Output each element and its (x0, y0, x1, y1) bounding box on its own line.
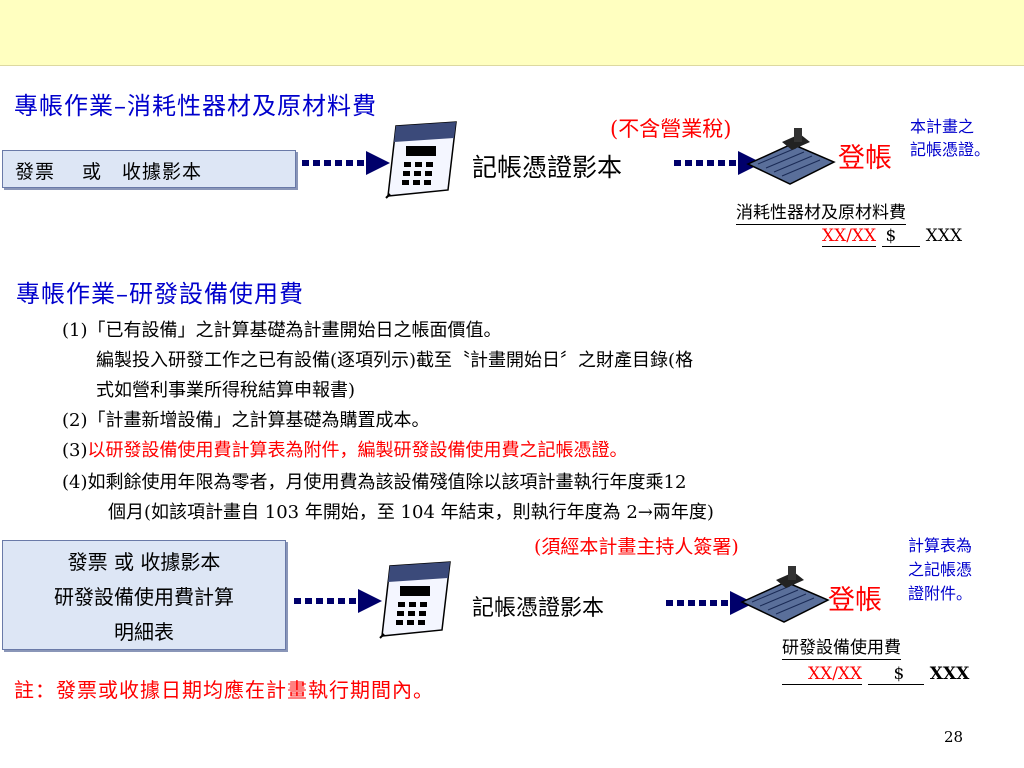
post-note-line: 之記帳憑 (908, 560, 973, 579)
title-banner (0, 0, 1024, 66)
dotted-arrow-icon (302, 151, 390, 175)
document-fax-icon (379, 561, 451, 639)
ledger-entry: XX/XX $ XXX (822, 226, 963, 247)
post-ledger-label: 登帳 (828, 585, 882, 616)
rule-item-1: (1)「已有設備」之計算基礎為計畫開始日之帳面價值。 (62, 320, 502, 341)
dotted-arrow-icon (666, 591, 754, 615)
section1-heading: 專帳作業–消耗性器材及原材料費 (14, 92, 377, 120)
source-line: 發票 或 收據影本 (67, 550, 221, 574)
ledger-date: XX/XX (782, 664, 863, 685)
post-ledger-label: 登帳 (838, 143, 892, 174)
desk-phone-icon (740, 566, 830, 623)
post-note-line: 記帳憑證。 (910, 140, 991, 159)
rule-item-4: (4)如剩餘使用年限為零者，月使用費為該設備殘值除以該項計畫執行年度乘12 (62, 472, 687, 493)
ledger-account-title: 消耗性器材及原材料費 (736, 198, 906, 225)
tax-exclusion-note: (不含營業稅) (610, 117, 732, 141)
ledger-account-title: 研發設備使用費 (782, 633, 901, 660)
signature-note: (須經本計畫主持人簽署) (534, 536, 739, 558)
rule-item-2: (2)「計畫新增設備」之計算基礎為購置成本。 (62, 410, 430, 431)
ledger-entry: XX/XX $ XXX (782, 664, 970, 685)
rule-item-1-detail: 編製投入研發工作之已有設備(逐項列示)截至〝計畫開始日〞之財產目錄(格 (96, 350, 694, 371)
post-note-line: 計算表為 (908, 536, 973, 555)
post-note-line: 證附件。 (908, 584, 973, 603)
document-fax-icon (385, 121, 457, 199)
ledger-amount: XXX (925, 226, 963, 246)
ledger-currency: $ (867, 664, 925, 685)
rule-item-3: (3)以研發設備使用費計算表為附件，編製研發設備使用費之記帳憑證。 (62, 436, 628, 466)
ledger-date: XX/XX (822, 226, 877, 247)
ledger-amount: XXX (929, 664, 970, 684)
post-note: 計算表為 之記帳憑 證附件。 (908, 534, 972, 606)
rule-item-4-detail: 個月(如該項計畫自 103 年開始，至 104 年結束，則執行年度為 2→兩年度… (108, 502, 714, 523)
voucher-copy-label: 記帳憑證影本 (472, 596, 605, 621)
footnote: 註：發票或收據日期均應在計畫執行期間內。 (14, 678, 434, 702)
post-note: 本計畫之 記帳憑證。 (910, 115, 990, 161)
ledger-currency: $ (881, 226, 921, 247)
post-note-line: 本計畫之 (910, 117, 975, 136)
voucher-copy-label: 記帳憑證影本 (472, 153, 623, 182)
page-number: 28 (944, 728, 964, 746)
desk-phone-icon (746, 128, 836, 185)
source-line: 明細表 (114, 620, 174, 644)
dotted-arrow-icon (294, 589, 382, 613)
rule-item-3-prefix: (3) (62, 440, 88, 461)
source-document-box: 發票 或 收據影本 研發設備使用費計算 明細表 (2, 540, 286, 650)
rule-item-3-text: 以研發設備使用費計算表為附件，編製研發設備使用費之記帳憑證。 (87, 440, 628, 461)
source-line: 研發設備使用費計算 (54, 585, 234, 609)
rule-item-1-detail: 式如營利事業所得稅結算申報書) (96, 380, 356, 401)
section2-heading: 專帳作業–研發設備使用費 (16, 280, 304, 308)
source-document-box: 發票 或 收據影本 (2, 150, 296, 188)
